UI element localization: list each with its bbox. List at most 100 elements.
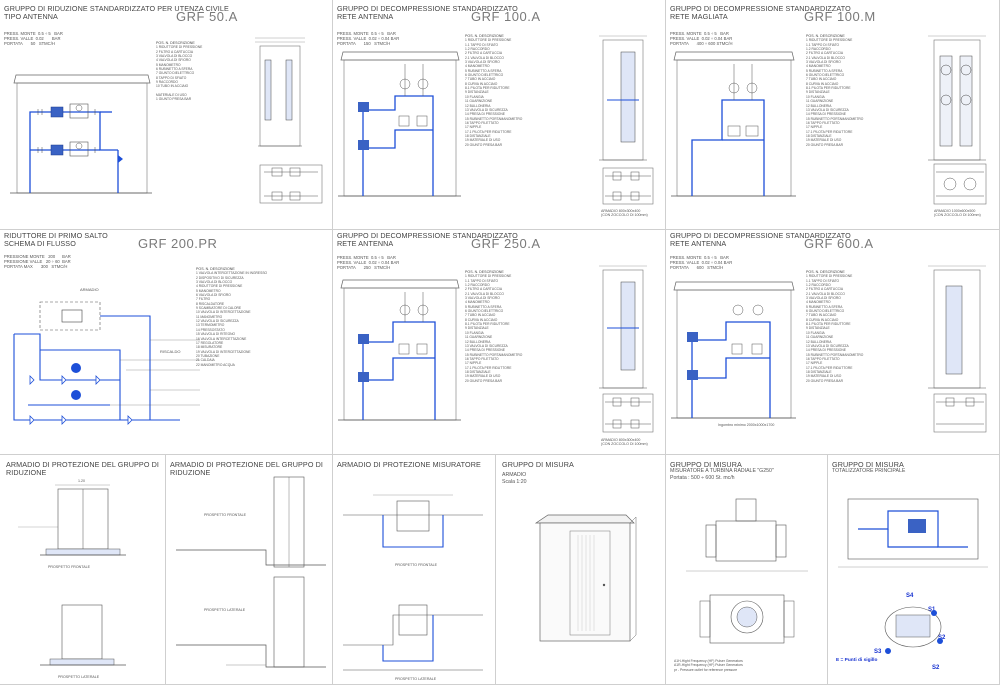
legend-row: 21 CALDAIA	[196, 358, 215, 363]
legend-head: POS. N. DESCRIZIONE	[806, 270, 845, 274]
panel-armadio-riduzione-1: ARMADIO DI PROTEZIONE DEL GRUPPO DI RIDU…	[0, 455, 166, 685]
legend-row: 2.1 VALVOLA DI BLOCCO	[806, 55, 845, 60]
legend-row: 1.2 RACCORDO	[806, 283, 831, 288]
panel-code: GRF 200.PR	[138, 236, 218, 251]
spec-block: PRESSIONE MONTE 200 BAR PRESSIONE VALLE …	[4, 254, 71, 269]
grf50a-drawing	[10, 37, 323, 204]
legend-row: 11 GUARNIZIONE	[806, 335, 834, 340]
side-view-label: PROSPETTO LATERALE	[58, 675, 100, 679]
panel-grf-100m: GRUPPO DI DECOMPRESSIONE STANDARDIZZATO …	[666, 0, 1000, 230]
legend-row: 5 MANOMETRO	[156, 62, 181, 67]
cabinet-caption: ARMADIO 800x300x400 (CON ZOCCOLO DI 100m…	[601, 438, 648, 447]
legend-row: 4 VALVOLA DI SFIORO	[156, 58, 191, 63]
panel-code: GRF 50.A	[176, 9, 238, 24]
panel-grf-250a: GRUPPO DI DECOMPRESSIONE STANDARDIZZATO …	[333, 230, 666, 455]
legend-row: 3 VALVOLA DI BLOCCO	[156, 54, 193, 59]
cabinet-caption: ARMADIO 1000x600x500 (CON ZOCCOLO DI 100…	[934, 209, 981, 218]
legend-head: POS. N. DESCRIZIONE	[465, 270, 504, 274]
legend-row: 8 RISCALDATORE	[196, 301, 225, 306]
legend-row: 5 RUBINETTO A SFERA	[806, 304, 843, 309]
legend-row: 20 TUBAZIONE	[196, 353, 220, 358]
legend-row: 9 DISTANZIALE	[806, 90, 830, 95]
panel-title: GRUPPO DI RIDUZIONE STANDARDIZZATO PER U…	[4, 4, 229, 22]
legend-row: 7 TUBO IN ACCIAIO	[806, 77, 837, 82]
panel-title: GRUPPO DI DECOMPRESSIONE STANDARDIZZATO …	[337, 4, 518, 22]
legend-row: 14 PRESA DI PRESSIONE	[806, 112, 846, 117]
legend-row: 8.1 PILOTA PER RIDUTTORE	[465, 322, 510, 327]
legend-row: 16 VALVOLA INTERCETTAZIONE	[196, 336, 247, 341]
front-view-label: PROSPETTO FRONTALE	[48, 565, 90, 569]
legend-row: 3 VALVOLA DI SFIORO	[465, 296, 500, 301]
legend-row: 12 BULLONERIA	[465, 339, 491, 344]
panel-grf-600a: GRUPPO DI DECOMPRESSIONE STANDARDIZZATO …	[666, 230, 1000, 455]
panel-code: GRF 100.A	[471, 9, 541, 24]
panel-gruppo-misura-turbina: GRUPPO DI MISURA MISURATORE A TURBINA RA…	[666, 455, 828, 685]
panel-code: GRF 100.M	[804, 9, 876, 24]
legend-row: 17 NIPPLE	[806, 125, 823, 130]
legend-head: POS. N. DESCRIZIONE	[196, 267, 235, 271]
legend-row: 8 CURVA IN ACCIAIO	[465, 81, 498, 86]
legend-row: 15 RUBINETTO PORTAMANOMETRO	[465, 116, 523, 121]
legend-row: 19 VALVOLA DI INTERCETTAZIONE	[196, 349, 251, 354]
panel-gruppo-misura-armadio: GRUPPO DI MISURA ARMADIO Scala 1:20	[496, 455, 666, 685]
totalizer-drawing	[838, 498, 988, 654]
legend-row: 8.1 PILOTA PER RIDUTTORE	[806, 322, 851, 327]
panel-title: ARMADIO DI PROTEZIONE DEL GRUPPO DI RIDU…	[170, 460, 323, 478]
legend-row: 20 GIUNTO PRESA BAR	[806, 142, 843, 147]
panel-scale: Scala 1:20	[502, 479, 527, 485]
spec-block: PRESS. MONTE 0.5 ÷ 5 BAR PRESS. VALLE 0.…	[337, 31, 400, 46]
legend-row: 9 DISTANZIALE	[806, 326, 830, 331]
legend-row: 16 TAPPO FILETTATO	[806, 120, 840, 125]
spec-block: PRESS. MONTE 0.5 ÷ 5 BAR PRESS. VALLE 0.…	[670, 255, 733, 270]
legend-row: 18 DISTANZIALE	[465, 133, 491, 138]
spec-block: PRESS. MONTE 0.5 ÷ 5 BAR PRESS. VALLE 0.…	[670, 31, 733, 46]
legend-row: 1 RIDUTTORE DI PRESSIONE	[806, 38, 853, 43]
legend-row: 14 PRESSOSTATO	[196, 327, 225, 332]
legend-row: 2.1 VALVOLA DI BLOCCO	[465, 291, 504, 296]
legend-head: POS. N. DESCRIZIONE	[465, 34, 504, 38]
legend-row: 13 VALVOLA DI SICUREZZA	[465, 107, 508, 112]
legend-row: 15 RUBINETTO PORTAMANOMETRO	[465, 352, 523, 357]
legend-row: 1 RIDUTTORE DI PRESSIONE	[156, 45, 203, 50]
legend-row: 11 GUARNIZIONE	[465, 99, 493, 104]
legend-row: 8.1 PILOTA PER RIDUTTORE	[465, 86, 510, 91]
legend-row: 4 MANOMETRO	[465, 64, 490, 69]
legend-row: 16 TAPPO FILETTATO	[465, 356, 499, 361]
legend-row: 7 TUBO IN ACCIAIO	[806, 313, 837, 318]
legend-row: 19 MATERIALE DI USO	[806, 138, 842, 143]
legend-row: 4 MANOMETRO	[806, 64, 831, 69]
side-view-label: PROSPETTO LATERALE	[204, 608, 246, 612]
meter-cabinet-views	[343, 494, 483, 671]
legend-row: 6 RUBINETTO A SFERA	[156, 67, 193, 72]
legend-row: 17 NIPPLE	[465, 361, 482, 366]
panel-title: GRUPPO DI MISURA	[670, 460, 742, 469]
legend-row: 2.1 VALVOLA DI BLOCCO	[465, 55, 504, 60]
side-view-label: PROSPETTO LATERALE	[395, 677, 437, 681]
legend-row: 5 RUBINETTO A SFERA	[465, 304, 502, 309]
legend-row: 10 TUBO IN ACCIAIO	[156, 84, 189, 89]
legend-head: POS. N. DESCRIZIONE	[806, 34, 845, 38]
legend-head: POS. N. DESCRIZIONE	[156, 41, 195, 45]
legend-row: 13 VALVOLA DI SICUREZZA	[806, 107, 849, 112]
legend-row: 2 FILTRO A CARTUCCIA	[465, 287, 503, 292]
cabinet-caption: ARMADIO 800x300x400 (CON ZOCCOLO DI 100m…	[601, 209, 648, 218]
front-view-label: PROSPETTO FRONTALE	[204, 513, 246, 517]
spec-block: PRESS. MONTE 0.5 ÷ 5 BAR PRESS. VALLE 0.…	[4, 31, 63, 46]
legend-row: 17 REGOLATORE	[196, 340, 224, 345]
legend-row: 7 TUBO IN ACCIAIO	[465, 77, 496, 82]
legend-row: 10 FLANGIA	[806, 330, 825, 335]
panel-title: ARMADIO DI PROTEZIONE MISURATORE	[337, 460, 481, 469]
legend-row: 19 MATERIALE DI USO	[806, 374, 842, 379]
legend-row: 9 DISTANZIALE	[465, 90, 489, 95]
panel-subtitle: TOTALIZZATORE PRINCIPALE	[832, 468, 906, 474]
legend-row: 1.2 RACCORDO	[806, 47, 831, 52]
panel-armadio-riduzione-2: ARMADIO DI PROTEZIONE DEL GRUPPO DI RIDU…	[166, 455, 333, 685]
legend-row: MATERIALE DI USO	[156, 92, 187, 97]
legend-row: 1.1 TAPPO DI SFIATO	[806, 42, 840, 47]
legend-row: 5 RUBINETTO A SFERA	[806, 68, 843, 73]
legend-row: 1 VALVOLA INTERCETTAZIONE IN INGRESSO	[196, 271, 268, 276]
legend-row: 3 VALVOLA DI SFIORO	[806, 296, 841, 301]
legend-row: 3 VALVOLA DI SFIORO	[806, 60, 841, 65]
legend-row: 7 TUBO IN ACCIAIO	[465, 313, 496, 318]
legend-row: 14 PRESA DI PRESSIONE	[465, 112, 505, 117]
